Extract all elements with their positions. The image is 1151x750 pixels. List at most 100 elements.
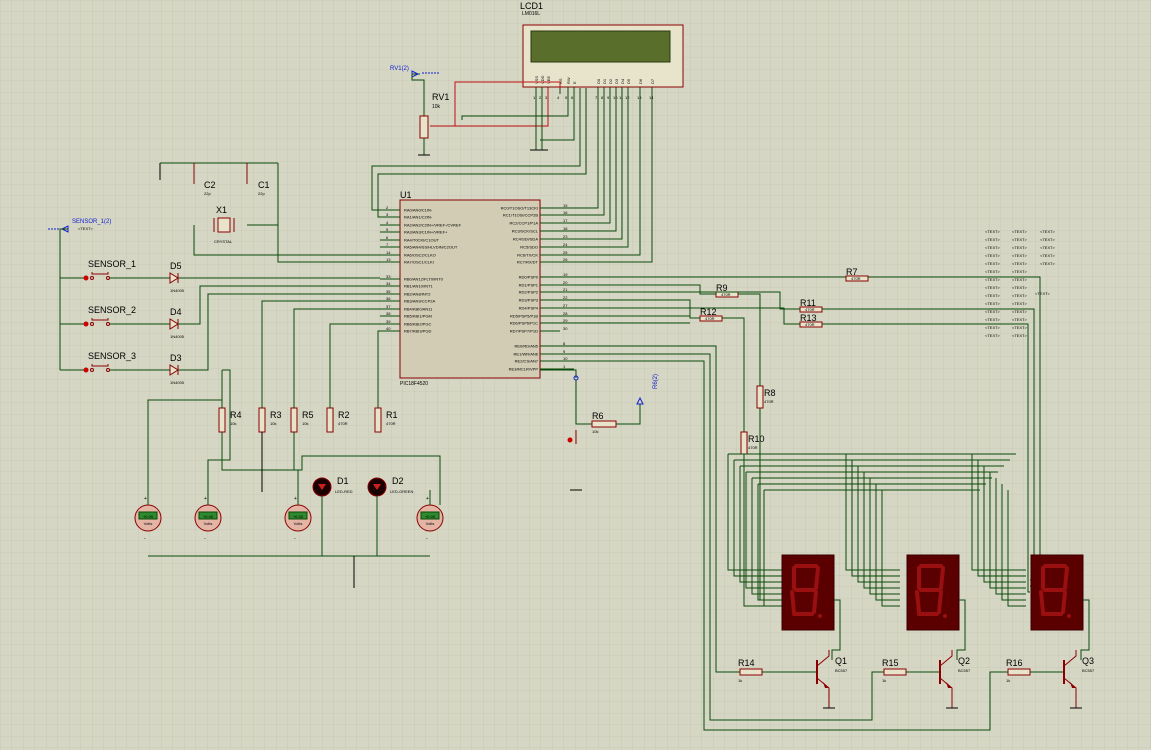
resistor-r5[interactable] xyxy=(290,407,298,433)
text-placeholder: <TEXT> xyxy=(985,317,1001,322)
resistor-value: 470R xyxy=(721,292,731,297)
text-placeholder: <TEXT> xyxy=(1035,291,1051,296)
resistor-r10[interactable] xyxy=(740,431,748,455)
transistor-ref: Q3 xyxy=(1082,656,1094,666)
mcu-pin-name: RA3/AN3/C1IN+/VREF+ xyxy=(404,230,448,235)
sensor-terminal-dot xyxy=(83,275,89,281)
led-label: LED-RED xyxy=(335,489,353,494)
resistor-r14[interactable] xyxy=(739,668,763,676)
voltmeter-reading: +0.00 xyxy=(293,514,304,519)
resistor-value: 10k xyxy=(230,421,236,426)
mcu-pin-number: 3 xyxy=(386,212,389,217)
mcu-pin-number: 28 xyxy=(563,311,568,316)
text-placeholder: <TEXT> xyxy=(1012,277,1028,282)
lcd-pin-name: D6 xyxy=(638,78,643,84)
mcu-pin-number: 14 xyxy=(386,250,391,255)
voltmeter-minus: - xyxy=(144,536,146,542)
rv1-ref: RV1 xyxy=(432,92,449,102)
resistor-r3[interactable] xyxy=(258,407,266,433)
voltmeter-unit: Volts xyxy=(144,521,153,526)
mcu-pin-name: RD2/PSP2 xyxy=(519,290,539,295)
rv1-terminal-label: RV1(2) xyxy=(390,66,409,72)
resistor-ref: R12 xyxy=(700,307,717,317)
sensor-label: SENSOR_1 xyxy=(88,259,136,269)
resistor-ref: R15 xyxy=(882,658,899,668)
mcu-pin-number: 38 xyxy=(386,311,391,316)
resistor-r1[interactable] xyxy=(374,407,382,433)
mcu-pin-name: RD5/PSP5/P1B xyxy=(510,314,538,319)
mcu-pin-number: 2 xyxy=(386,205,389,210)
text-placeholder: <TEXT> xyxy=(1012,309,1028,314)
resistor-ref: R14 xyxy=(738,658,755,668)
mcu-pin-number: 35 xyxy=(386,289,391,294)
reset-circuit[interactable]: R6 10k R6(2) xyxy=(540,369,659,491)
bottom-network[interactable]: R410kR310kR510kR2470RR1470RD1LED-REDD2LE… xyxy=(134,300,444,588)
mcu-pin-name: RA4/T0CKI/C1OUT xyxy=(404,238,439,243)
diode-symbol xyxy=(169,318,179,330)
lcd-pin-number: 4 xyxy=(557,95,560,100)
mcu-pin-number: 39 xyxy=(386,319,391,324)
mcu-pin-name: RD4/PSP4 xyxy=(519,306,539,311)
resistor-r15[interactable] xyxy=(883,668,907,676)
mcu-pin-name: RA7/OSC1/CLKI xyxy=(404,260,434,265)
mcu-pin-name: RA6/OSC2/CLKO xyxy=(404,253,436,258)
text-placeholder: <TEXT> xyxy=(985,301,1001,306)
seven-segment-display[interactable] xyxy=(781,554,841,660)
seven-segment-display[interactable] xyxy=(1030,554,1090,660)
seven-segment-displays[interactable] xyxy=(781,554,1090,660)
transistor-model: BC557 xyxy=(1082,668,1095,673)
voltmeter-reading: +0.00 xyxy=(425,514,436,519)
mcu-pin-name: RB2/AN8/INT2 xyxy=(404,292,431,297)
sensor-label: SENSOR_2 xyxy=(88,305,136,315)
mcu-pin-name: RA0/AN0/C1IN- xyxy=(404,208,433,213)
voltmeter-plus: + xyxy=(204,496,207,502)
diode-model: 1N4005 xyxy=(170,334,185,339)
text-placeholder: <TEXT> xyxy=(1012,285,1028,290)
mcu-pin-name: RA2/AN2/C2IN+/VREF-/CVREF xyxy=(404,223,462,228)
resistor-r8[interactable] xyxy=(756,385,764,409)
resistor-r7[interactable] xyxy=(845,275,869,282)
led-ref: D1 xyxy=(337,476,349,486)
c1-ref: C1 xyxy=(258,180,270,190)
resistor-ref: R4 xyxy=(230,410,242,420)
mcu-pin-number: 33 xyxy=(386,274,391,279)
lcd-display[interactable]: LCD1 LM016L VSS1VDD2VEE3RS4RW5E6D07D18D2… xyxy=(520,1,684,100)
mcu-pin-name: RE2/CS/AN7 xyxy=(515,359,539,364)
mcu-pin-name: RD0/PSP0 xyxy=(519,275,539,280)
diode-symbol xyxy=(169,364,179,376)
resistor-value: 470R xyxy=(748,445,758,450)
resistor-r2[interactable] xyxy=(326,407,334,433)
diode-model: 1N4005 xyxy=(170,288,185,293)
lcd-pin-name: E xyxy=(572,81,577,84)
lcd-pin-number: 7 xyxy=(595,95,598,100)
diode-ref: D5 xyxy=(170,261,182,271)
transistor-ref: Q2 xyxy=(958,656,970,666)
mcu-ref: U1 xyxy=(400,190,412,200)
mcu-pin-name: RB6/KBI2/PGC xyxy=(404,322,431,327)
mcu-pin-name: RA5/AN4/SS/HLVDIN/C2OUT xyxy=(404,245,458,250)
lcd-pin-name: RW xyxy=(566,77,571,84)
text-placeholder: <TEXT> xyxy=(1012,269,1028,274)
potentiometer-rv1[interactable]: RV1(2) RV1 10k xyxy=(390,66,561,156)
resistor-r16[interactable] xyxy=(1007,668,1031,676)
resistor-r4[interactable] xyxy=(218,407,226,433)
mcu-pin-name: RC7/RX/DT xyxy=(517,260,539,265)
voltmeter-unit: Volts xyxy=(294,521,303,526)
transistor-model: BC557 xyxy=(835,668,848,673)
voltmeter-reading: +0.00 xyxy=(203,514,214,519)
mcu-pin-number: 4 xyxy=(386,220,389,225)
oscillator-section[interactable]: C2 22p C1 22p X1 CRYSTAL xyxy=(159,162,400,263)
voltmeter-unit: Volts xyxy=(204,521,213,526)
text-placeholder: <TEXT> xyxy=(1040,245,1056,250)
seven-segment-display[interactable] xyxy=(906,554,966,660)
mcu-pin-name: RC1/T1OSI/CCP2B xyxy=(503,213,538,218)
